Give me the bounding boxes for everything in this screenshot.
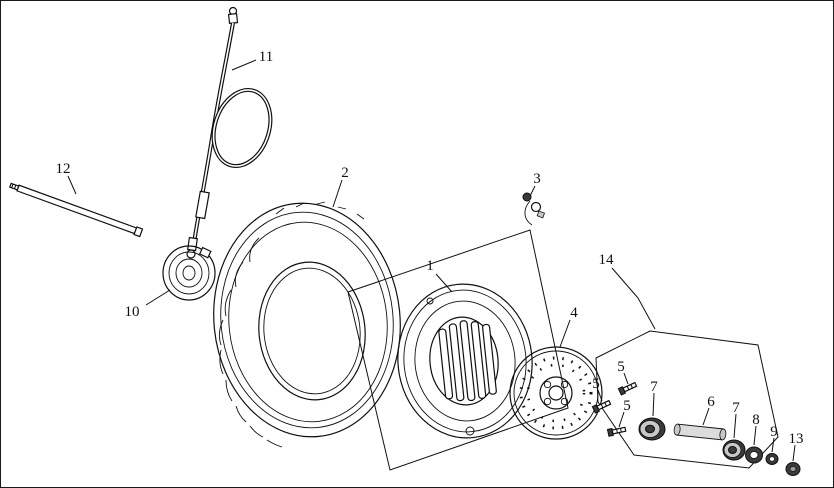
brake-disc-drawing bbox=[509, 346, 603, 440]
spacer-tube-drawing bbox=[673, 423, 727, 441]
part-label-5: 5 bbox=[592, 376, 600, 392]
leader-line bbox=[623, 372, 629, 385]
leader-line bbox=[753, 425, 757, 446]
bearing-drawing bbox=[722, 439, 746, 461]
part-label-9: 9 bbox=[770, 424, 778, 440]
leader-line bbox=[332, 179, 343, 208]
rim-hub-slots bbox=[438, 320, 497, 402]
seal-drawing bbox=[745, 446, 763, 464]
bolt-drawing bbox=[606, 426, 627, 437]
bolt-drawing bbox=[617, 381, 638, 396]
leader-line bbox=[435, 273, 453, 293]
leader-line bbox=[559, 319, 571, 348]
part-label-11: 11 bbox=[259, 49, 273, 65]
part-label-12: 12 bbox=[56, 161, 71, 177]
leader-line bbox=[652, 392, 655, 417]
part-label-14: 14 bbox=[599, 252, 615, 268]
part-label-4: 4 bbox=[570, 305, 578, 321]
rim-boundary-box bbox=[347, 229, 569, 471]
leader-line bbox=[733, 413, 737, 439]
part-label-2: 2 bbox=[341, 165, 349, 181]
speedo-drive-drawing bbox=[162, 245, 216, 301]
axle-nut-drawing bbox=[785, 462, 801, 476]
speedometer-cable-drawing bbox=[186, 6, 273, 259]
fastener-group-outline bbox=[595, 267, 779, 469]
leader-line bbox=[702, 407, 710, 426]
part-label-7: 7 bbox=[732, 400, 740, 416]
sensor-clip-drawing bbox=[522, 192, 546, 226]
leader-line bbox=[771, 437, 775, 453]
leader-line bbox=[597, 389, 603, 402]
part-label-3: 3 bbox=[533, 171, 541, 187]
tire-tread bbox=[218, 201, 365, 448]
leader-line bbox=[792, 444, 796, 462]
part-label-7: 7 bbox=[650, 379, 658, 395]
axle-drawing bbox=[9, 182, 144, 238]
part-label-5: 5 bbox=[623, 398, 631, 414]
bolt-drawing bbox=[591, 399, 612, 414]
leader-line bbox=[618, 411, 625, 428]
part-label-1: 1 bbox=[426, 258, 434, 274]
bearing-drawing bbox=[638, 417, 666, 441]
leader-line bbox=[145, 289, 171, 306]
leader-line bbox=[231, 59, 257, 71]
part-label-8: 8 bbox=[752, 412, 760, 428]
part-label-13: 13 bbox=[789, 431, 804, 447]
tire-drawing bbox=[213, 201, 401, 448]
part-label-10: 10 bbox=[125, 304, 140, 320]
leader-line bbox=[529, 185, 536, 197]
leader-line bbox=[67, 175, 77, 195]
part-label-6: 6 bbox=[707, 394, 715, 410]
washer-drawing bbox=[765, 453, 779, 465]
part-label-5: 5 bbox=[617, 359, 625, 375]
cable-loop bbox=[211, 87, 273, 169]
